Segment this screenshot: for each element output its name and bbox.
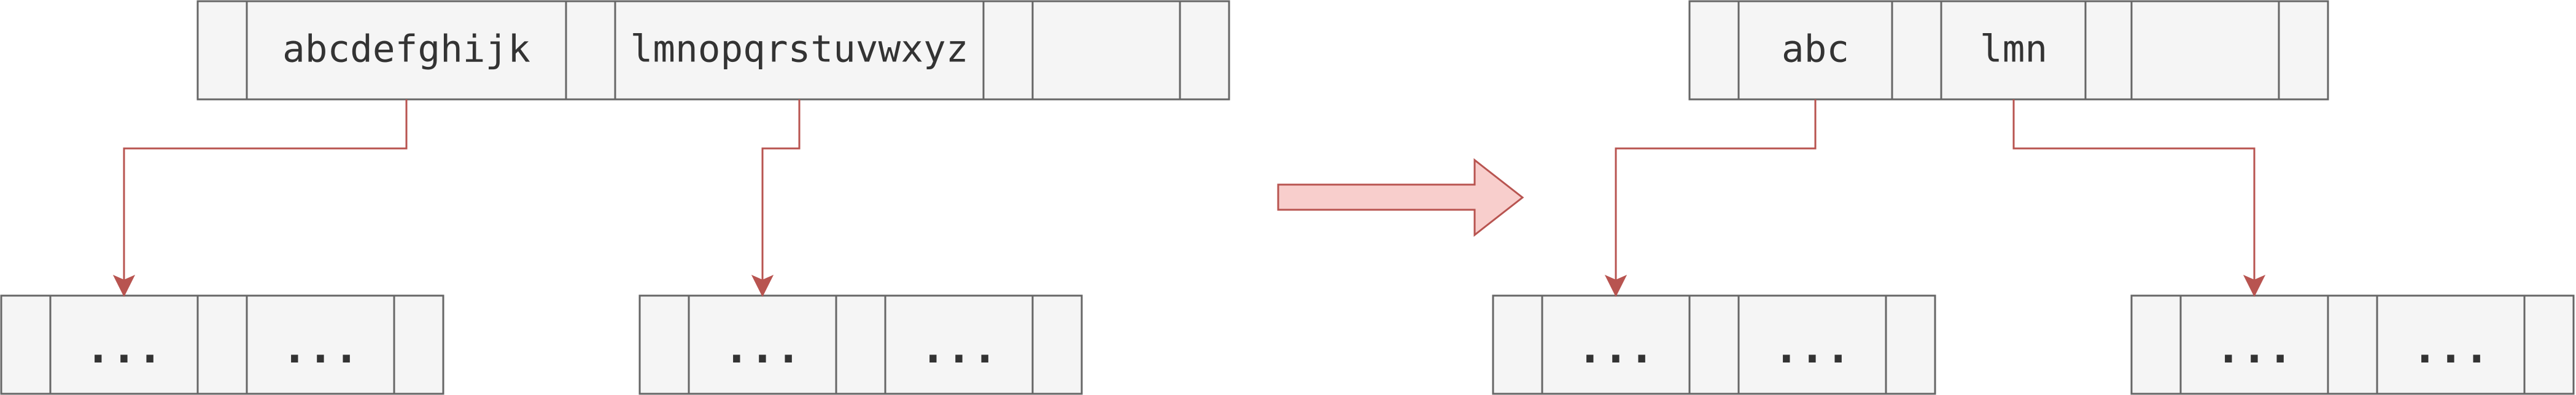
pointer-cell	[1688, 0, 1740, 101]
key-cell	[246, 0, 567, 101]
pointer-cell	[1688, 294, 1740, 395]
edge-line	[1615, 99, 1817, 281]
arrowhead-icon	[2243, 274, 2266, 297]
pointer-cell	[835, 294, 886, 395]
after-child-node: ... ...	[2130, 294, 2575, 395]
pointer-cell	[2130, 294, 2182, 395]
ellipsis-label: ...	[282, 323, 359, 373]
after-child-node: ... ...	[1492, 294, 1936, 395]
pointer-cell	[196, 294, 248, 395]
pointer-cell	[1492, 294, 1543, 395]
key-cell	[614, 0, 985, 101]
ellipsis-label: ...	[1774, 323, 1851, 373]
root-key-label: lmn	[1980, 28, 2047, 71]
pointer-cell	[2278, 0, 2329, 101]
ellipsis-label: ...	[2216, 323, 2293, 373]
pointer-cell	[1179, 0, 1230, 101]
edge-line	[761, 99, 801, 281]
pointer-cell	[638, 294, 690, 395]
pointer-cell	[0, 294, 52, 395]
key-cell	[688, 294, 837, 395]
root-key-label: abc	[1782, 28, 1849, 71]
ellipsis-label: ...	[920, 323, 998, 373]
pointer-cell	[196, 0, 248, 101]
key-cell	[2179, 294, 2329, 395]
key-cell	[884, 294, 1034, 395]
edge-line	[2012, 99, 2256, 281]
key-cell	[2376, 294, 2526, 395]
key-cell	[1541, 294, 1691, 395]
pointer-cell	[1031, 294, 1083, 395]
key-cell	[1737, 294, 1887, 395]
pointer-cell	[565, 0, 616, 101]
pointer-cell	[2523, 294, 2575, 395]
key-cell	[2130, 0, 2280, 101]
before-root-node: abcdefghijk lmnopqrstuvwxyz	[196, 0, 1230, 101]
pointer-cell	[2084, 0, 2133, 101]
ellipsis-label: ...	[1577, 323, 1655, 373]
before-child-node: ... ...	[0, 294, 444, 395]
ellipsis-label: ...	[85, 323, 163, 373]
edge-line	[123, 99, 408, 281]
pointer-cell	[982, 0, 1034, 101]
key-cell	[246, 294, 395, 395]
before-child-node: ... ...	[638, 294, 1083, 395]
pointer-cell	[1891, 0, 1942, 101]
transform-arrow-icon	[1277, 158, 1524, 237]
arrowhead-icon	[1604, 274, 1627, 297]
ellipsis-label: ...	[724, 323, 801, 373]
after-root-node: abc lmn	[1688, 0, 2329, 101]
root-key-label: abcdefghijk	[282, 28, 530, 71]
arrowhead-icon	[112, 274, 136, 297]
arrowhead-icon	[751, 274, 774, 297]
pointer-cell	[393, 294, 444, 395]
root-key-label: lmnopqrstuvwxyz	[630, 28, 969, 71]
pointer-cell	[2327, 294, 2378, 395]
pointer-cell	[1885, 294, 1936, 395]
key-cell	[1031, 0, 1181, 101]
ellipsis-label: ...	[2412, 323, 2489, 373]
